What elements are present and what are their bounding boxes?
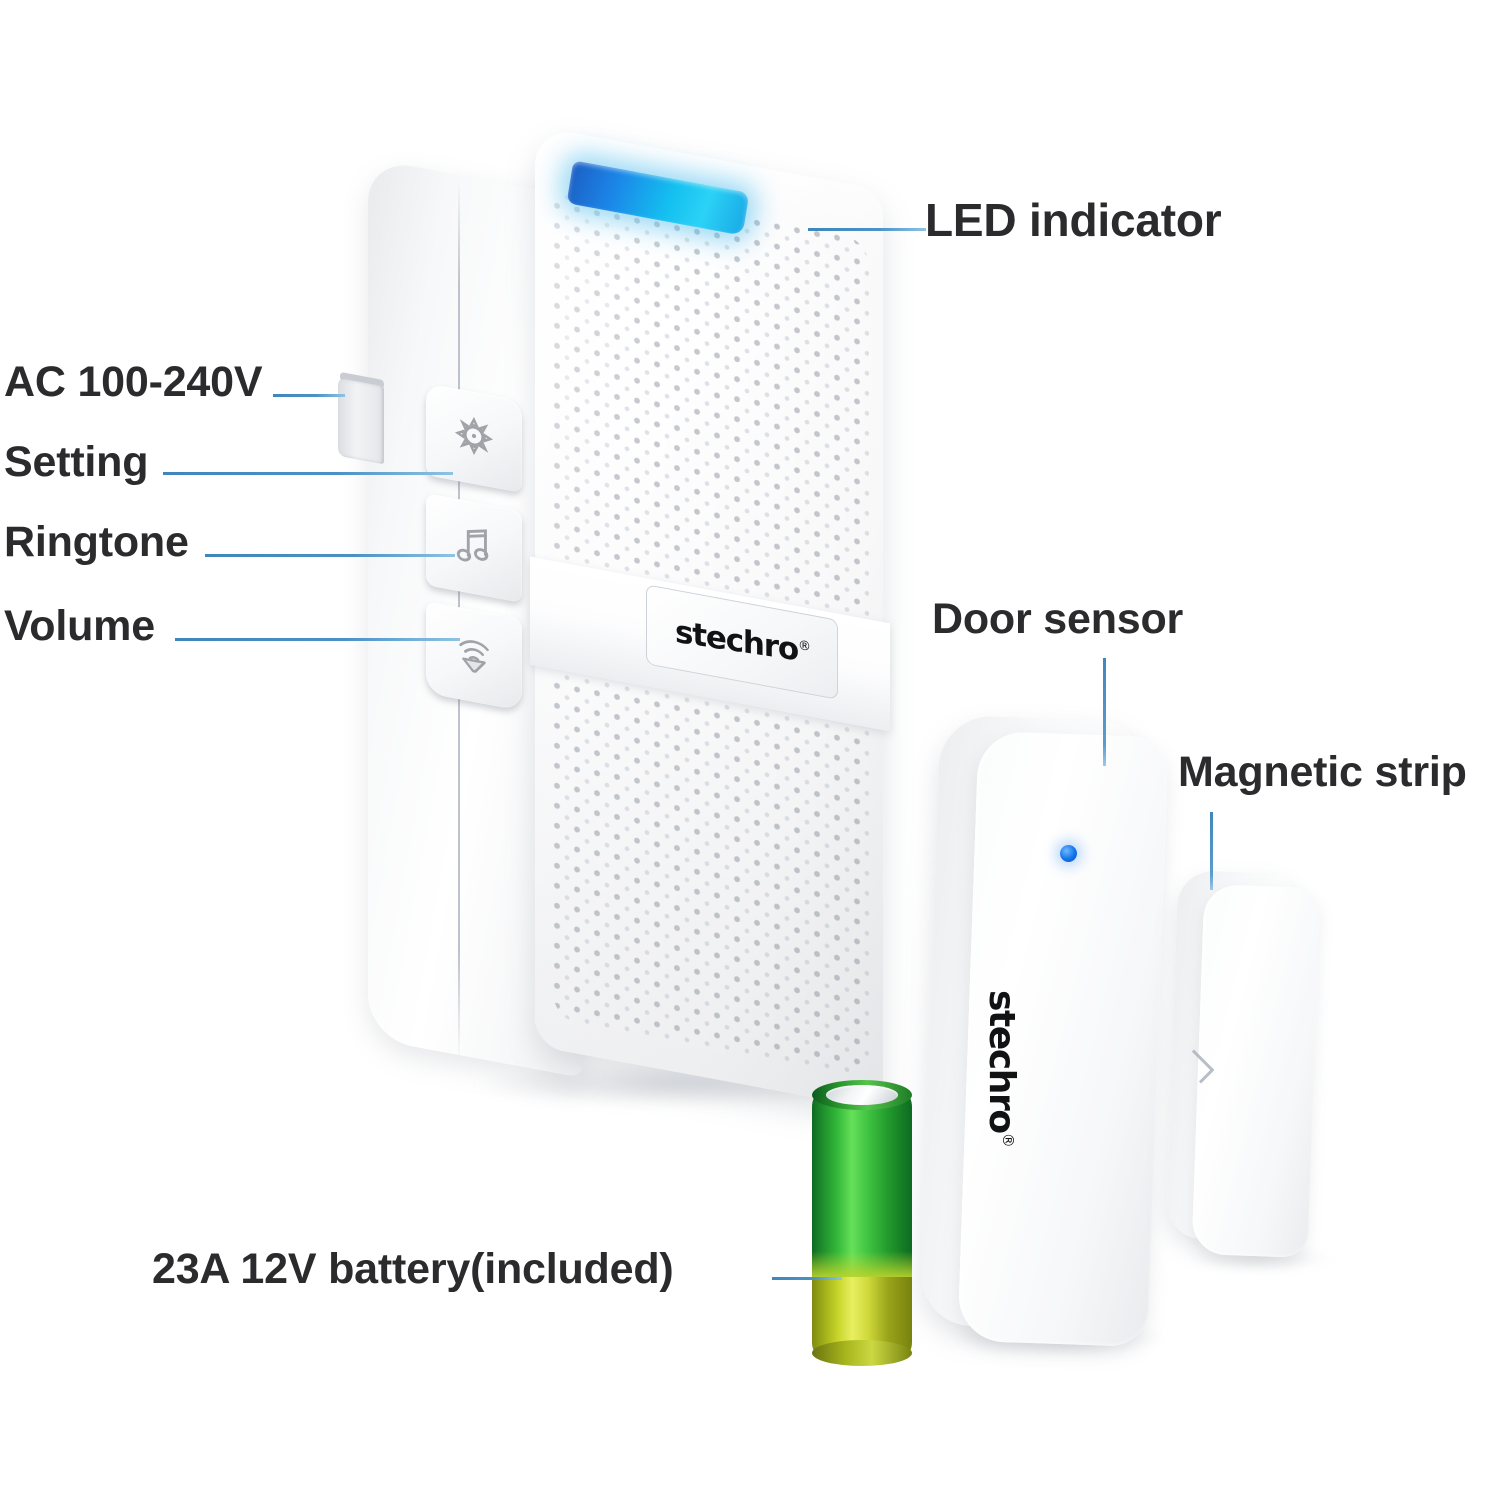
ringtone-button[interactable] (426, 493, 522, 603)
leader-line-volume (175, 638, 460, 641)
door-sensor-unit: stechro® (919, 700, 1190, 1360)
callout-ac-voltage: AC 100-240V (4, 358, 263, 406)
battery-positive-terminal (826, 1085, 898, 1105)
callout-door-sensor: Door sensor (932, 595, 1184, 643)
sensor-led-dot (1060, 845, 1077, 862)
music-note-icon (453, 520, 495, 577)
chime-brand-text: stechro® (674, 613, 810, 669)
callout-battery: 23A 12V battery(included) (152, 1245, 674, 1293)
magnetic-strip-unit (1165, 862, 1352, 1282)
setting-button[interactable] (426, 383, 522, 493)
callout-magnetic-strip: Magnetic strip (1178, 748, 1467, 796)
battery-23a-12v (806, 1080, 922, 1366)
callout-volume: Volume (4, 602, 155, 650)
leader-line-door-sensor (1103, 658, 1106, 766)
leader-line-magnetic-strip (1210, 812, 1213, 890)
battery-bottom-cap (812, 1340, 912, 1366)
volume-button[interactable] (426, 601, 522, 711)
leader-line-ringtone (205, 554, 455, 557)
sensor-brand-text: stechro® (981, 990, 1022, 1147)
leader-line-ac (273, 394, 345, 397)
speaker-waves-icon (451, 626, 497, 686)
callout-setting: Setting (4, 438, 149, 486)
leader-line-battery (772, 1277, 842, 1280)
doorbell-chime-unit: stechro® (330, 110, 900, 1130)
callout-ringtone: Ringtone (4, 518, 189, 566)
gear-icon (451, 408, 497, 468)
battery-color-blend (812, 1251, 912, 1277)
callout-led-indicator: LED indicator (925, 194, 1222, 246)
leader-line-led (808, 228, 926, 231)
leader-line-setting (163, 472, 453, 475)
ac-plug-prong (338, 377, 384, 465)
